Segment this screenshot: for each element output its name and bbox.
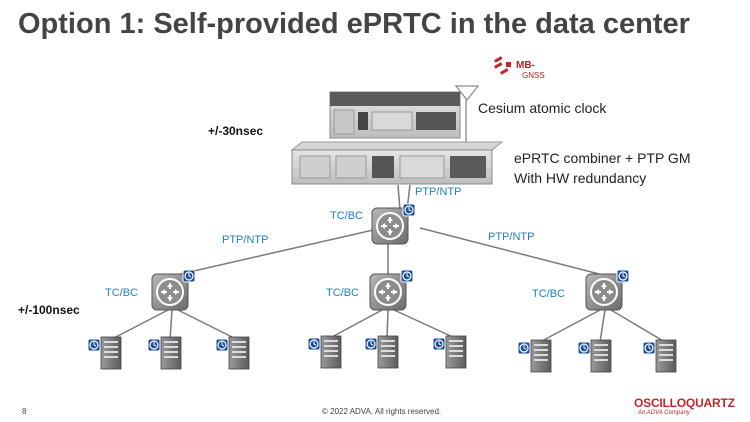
- oscilloquartz-logo: OSCILLOQUARTZ An ADVA Company: [634, 396, 735, 416]
- core-role-label: TC/BC: [330, 210, 363, 222]
- server-icon: [215, 336, 250, 370]
- core-uplink-label: PTP/NTP: [415, 186, 462, 198]
- server-icon: [87, 336, 122, 370]
- gnss-label: MB- GNSS: [516, 61, 545, 81]
- connection-lines: [109, 100, 666, 343]
- core-router-icon: [371, 203, 416, 245]
- antenna-icon: [454, 85, 480, 101]
- right-link-label: PTP/NTP: [488, 231, 535, 243]
- gnss-label-line1: MB-: [516, 60, 535, 71]
- cesium-clock-chassis: [329, 91, 461, 139]
- middle-router-icon: [369, 269, 414, 311]
- middle-role-label: TC/BC: [326, 287, 359, 299]
- combiner-label-line2: With HW redundancy: [514, 170, 647, 186]
- logo-subtext: An ADVA Company: [638, 410, 690, 416]
- right-router-icon: [585, 269, 630, 311]
- page-title: Option 1: Self-provided ePRTC in the dat…: [18, 8, 690, 40]
- right-role-label: TC/BC: [532, 288, 565, 300]
- server-icon: [147, 336, 182, 370]
- copyright-text: © 2022 ADVA. All rights reserved.: [322, 407, 442, 416]
- cesium-label: Cesium atomic clock: [478, 100, 607, 116]
- server-icon: [432, 335, 467, 369]
- gnss-label-line2: GNSS: [522, 71, 545, 80]
- left-router-icon: [151, 269, 196, 311]
- server-icon: [577, 339, 612, 373]
- eprtc-combiner-chassis: [290, 141, 504, 185]
- left-link-label: PTP/NTP: [222, 234, 269, 246]
- server-icon: [364, 335, 399, 369]
- accuracy-top-label: +/-30nsec: [208, 124, 264, 138]
- gnss-antenna-icon: [494, 56, 511, 75]
- server-icon: [642, 339, 677, 373]
- logo-text: OSCILLOQUARTZ: [634, 396, 735, 410]
- page-number: 8: [22, 407, 27, 416]
- left-role-label: TC/BC: [105, 287, 138, 299]
- server-icon: [307, 335, 342, 369]
- server-icon: [517, 339, 552, 373]
- combiner-label-line1: ePRTC combiner + PTP GM: [514, 150, 691, 166]
- accuracy-bottom-label: +/-100nsec: [18, 303, 80, 317]
